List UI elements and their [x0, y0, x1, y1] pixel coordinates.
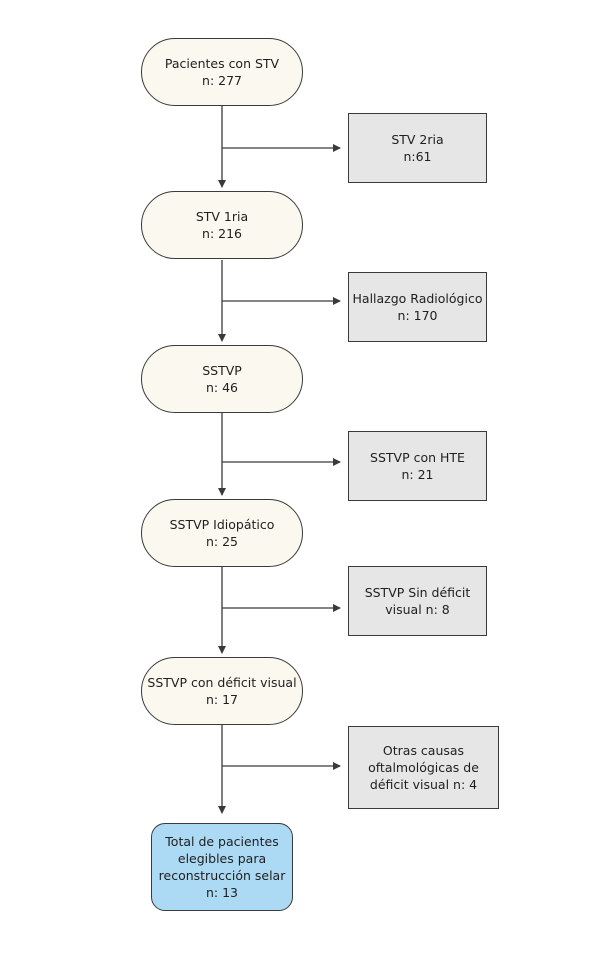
node-count: n: 216 [202, 226, 242, 241]
exclusion-sstvp-con-hte: SSTVP con HTE n: 21 [348, 431, 487, 501]
node-sstvp: SSTVP n: 46 [141, 345, 303, 413]
node-count: n: 46 [205, 380, 238, 395]
exclusion-otras-causas: Otras causas oftalmológicas de déficit v… [348, 726, 499, 809]
node-count: n: 17 [205, 692, 238, 707]
exclusion-stv-2ria: STV 2ria n:61 [348, 113, 487, 183]
node-label: SSTVP con déficit visual [147, 675, 297, 690]
exclusion-label: Otras causas [382, 743, 465, 758]
final-label-1: Total de pacientes [165, 834, 279, 849]
node-sstvp-idiopatico: SSTVP Idiopático n: 25 [141, 499, 303, 567]
exclusion-count: n:61 [403, 149, 432, 164]
final-label-3: reconstrucción selar [158, 868, 286, 883]
exclusion-count: visual n: 8 [385, 602, 450, 617]
node-label: STV 1ria [195, 209, 249, 224]
node-count: n: 25 [205, 534, 238, 549]
exclusion-sstvp-sin-deficit: SSTVP Sin déficit visual n: 8 [348, 566, 487, 636]
node-sstvp-con-deficit-visual: SSTVP con déficit visual n: 17 [141, 657, 303, 725]
node-total-elegibles: Total de pacientes elegibles para recons… [151, 823, 293, 911]
exclusion-count: n: 170 [397, 308, 438, 323]
node-stv-1ria: STV 1ria n: 216 [141, 191, 303, 259]
node-label: Pacientes con STV [164, 56, 280, 71]
exclusion-hallazgo-radiologico: Hallazgo Radiológico n: 170 [348, 272, 487, 342]
exclusion-label: STV 2ria [391, 132, 444, 147]
node-count: n: 277 [202, 73, 242, 88]
exclusion-label: Hallazgo Radiológico [352, 291, 483, 306]
exclusion-label: SSTVP Sin déficit [364, 585, 471, 600]
final-label-2: elegibles para [177, 851, 267, 866]
final-count: n: 13 [205, 885, 238, 900]
exclusion-count: déficit visual n: 4 [369, 777, 478, 792]
exclusion-count: n: 21 [401, 467, 434, 482]
exclusion-label-2: oftalmológicas de [368, 760, 479, 775]
exclusion-label: SSTVP con HTE [370, 450, 465, 465]
node-pacientes-con-stv: Pacientes con STV n: 277 [141, 38, 303, 106]
node-label: SSTVP [202, 363, 242, 378]
node-label: SSTVP Idiopático [169, 517, 275, 532]
